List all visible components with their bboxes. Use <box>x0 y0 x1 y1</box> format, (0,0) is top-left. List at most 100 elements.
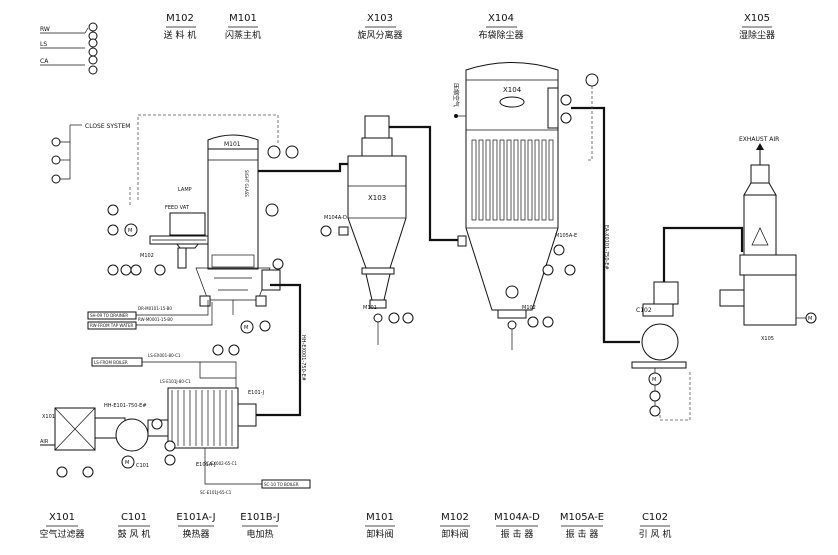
svg-text:M102: M102 <box>140 253 154 259</box>
instrument-bubble-icon <box>259 320 271 332</box>
top-label-name: 送 料 机 <box>164 29 197 41</box>
instrument-bubble-icon <box>267 145 281 159</box>
instrument-bubble-icon <box>51 174 61 184</box>
svg-text:M: M <box>652 377 656 383</box>
instrument-bubble-icon <box>151 418 163 430</box>
valve-icon <box>560 94 572 106</box>
instrument-bubble-icon <box>120 264 132 276</box>
m101-flash-dryer: M101 SIGHT GLASS M <box>195 134 281 334</box>
top-label-code: X105 <box>744 13 770 24</box>
instrument-bubble-icon <box>164 440 176 452</box>
x103-cyclone: X103 M101 M104A-D <box>320 115 414 345</box>
svg-text:C101: C101 <box>121 512 147 523</box>
instrument-bubble-icon <box>56 466 68 478</box>
filter-bag <box>534 139 540 221</box>
filter-bag <box>471 139 477 221</box>
svg-text:电加热: 电加热 <box>246 528 273 540</box>
svg-text:EXHAUST AIR: EXHAUST AIR <box>739 136 779 143</box>
top-label-name: 旋风分离器 <box>357 29 402 41</box>
svg-text:SC-E101J-65-C1: SC-E101J-65-C1 <box>200 490 232 495</box>
top-label-name: 闪蒸主机 <box>225 29 261 41</box>
svg-text:M105A-E: M105A-E <box>555 233 577 239</box>
svg-text:M101: M101 <box>224 141 241 148</box>
filter-bag <box>506 139 512 221</box>
filter-bag <box>520 139 526 221</box>
filter-bags <box>471 139 554 221</box>
svg-text:LAMP: LAMP <box>178 187 192 193</box>
svg-text:LS-E101J-80-C1: LS-E101J-80-C1 <box>160 379 191 384</box>
svg-text:RW-FROM TAP WATER: RW-FROM TAP WATER <box>90 323 133 328</box>
legend-ca: CA <box>40 55 98 75</box>
svg-text:空气过滤器: 空气过滤器 <box>39 528 84 540</box>
svg-text:卸料阀: 卸料阀 <box>441 528 468 540</box>
instrument-bubble-icon <box>388 312 400 324</box>
top-label-x103: X103 旋风分离器 <box>357 13 402 41</box>
svg-text:M: M <box>125 460 129 466</box>
instrument-bubble-icon <box>553 244 565 256</box>
legend-rw: RW <box>40 22 98 41</box>
instrument-bubble-icon <box>402 312 414 324</box>
svg-text:LS-EX001-80-C1: LS-EX001-80-C1 <box>148 353 181 358</box>
instrument-bubble-icon <box>542 316 554 328</box>
top-label-m101: M101 闪蒸主机 <box>225 13 261 41</box>
instrument-bubble-icon <box>272 258 284 270</box>
svg-text:引 风 机: 引 风 机 <box>639 528 672 540</box>
feed-vat: LAMP FEED VAT M M102 <box>107 187 209 276</box>
bottom-label-m101: M101 卸料阀 <box>366 512 394 540</box>
svg-text:M104A-D: M104A-D <box>324 215 347 221</box>
svg-text:DR-M0101-15-B0: DR-M0101-15-B0 <box>138 306 172 311</box>
svg-text:C102: C102 <box>636 307 652 314</box>
svg-text:SC-EX002-65-C1: SC-EX002-65-C1 <box>204 461 237 466</box>
filter-bag <box>513 139 519 221</box>
instrument-bubble-icon <box>82 466 94 478</box>
x105-scrubber: EXHAUST AIR M X105 <box>719 136 817 342</box>
svg-text:振 击 器: 振 击 器 <box>501 528 534 540</box>
svg-text:CA: CA <box>40 58 49 65</box>
filter-bag <box>492 139 498 221</box>
svg-text:卸料阀: 卸料阀 <box>366 528 393 540</box>
bottom-label-m102: M102 卸料阀 <box>441 512 469 540</box>
valve-icon <box>507 320 517 330</box>
top-label-code: M102 <box>166 13 194 24</box>
svg-text:X101: X101 <box>49 512 75 523</box>
svg-text:M102: M102 <box>522 305 536 311</box>
instrument-bubble-icon <box>164 454 176 466</box>
instrument-bubble-icon <box>130 264 142 276</box>
svg-text:E101A-J: E101A-J <box>196 462 216 468</box>
bottom-label-x101: X101 空气过滤器 <box>39 512 84 540</box>
svg-text:AIR: AIR <box>40 439 49 445</box>
svg-text:X105: X105 <box>761 336 774 342</box>
bottom-label-m104: M104A-D振 击 器 <box>494 512 540 540</box>
svg-text:LS-FROM BOILER: LS-FROM BOILER <box>94 360 128 365</box>
instrument-bubble-icon <box>51 137 61 147</box>
valve-icon <box>560 112 572 124</box>
filter-bag <box>499 139 505 221</box>
svg-text:M: M <box>128 228 132 234</box>
x104-bag-filter: X104 压缩空气 M102 M105A-E <box>452 62 599 350</box>
top-label-x105: X105 湿除尘器 <box>739 13 775 41</box>
svg-text:X103: X103 <box>368 194 386 202</box>
svg-text:CLOSE SYSTEM: CLOSE SYSTEM <box>85 123 130 130</box>
svg-text:X101: X101 <box>42 414 55 420</box>
close-system-block: CLOSE SYSTEM <box>51 123 130 184</box>
motor-icon <box>240 320 254 334</box>
instrument-bubble-icon <box>585 73 599 87</box>
svg-text:M102: M102 <box>441 512 469 523</box>
top-label-m102: M102 送 料 机 <box>164 13 197 41</box>
svg-text:E101A-J: E101A-J <box>176 512 215 523</box>
svg-text:EA-X0101-750-E#: EA-X0101-750-E# <box>603 225 609 270</box>
instrument-bubble-icon <box>51 155 61 165</box>
svg-text:M101: M101 <box>366 512 394 523</box>
filter-bag <box>527 139 533 221</box>
svg-text:E101-J: E101-J <box>248 390 264 396</box>
svg-text:SH-09 TO DRAINER: SH-09 TO DRAINER <box>90 313 128 318</box>
motor-icon <box>805 312 817 324</box>
legend: RW LS CA <box>40 22 98 75</box>
svg-text:鼓 风 机: 鼓 风 机 <box>118 528 151 540</box>
svg-text:振 击 器: 振 击 器 <box>566 528 599 540</box>
